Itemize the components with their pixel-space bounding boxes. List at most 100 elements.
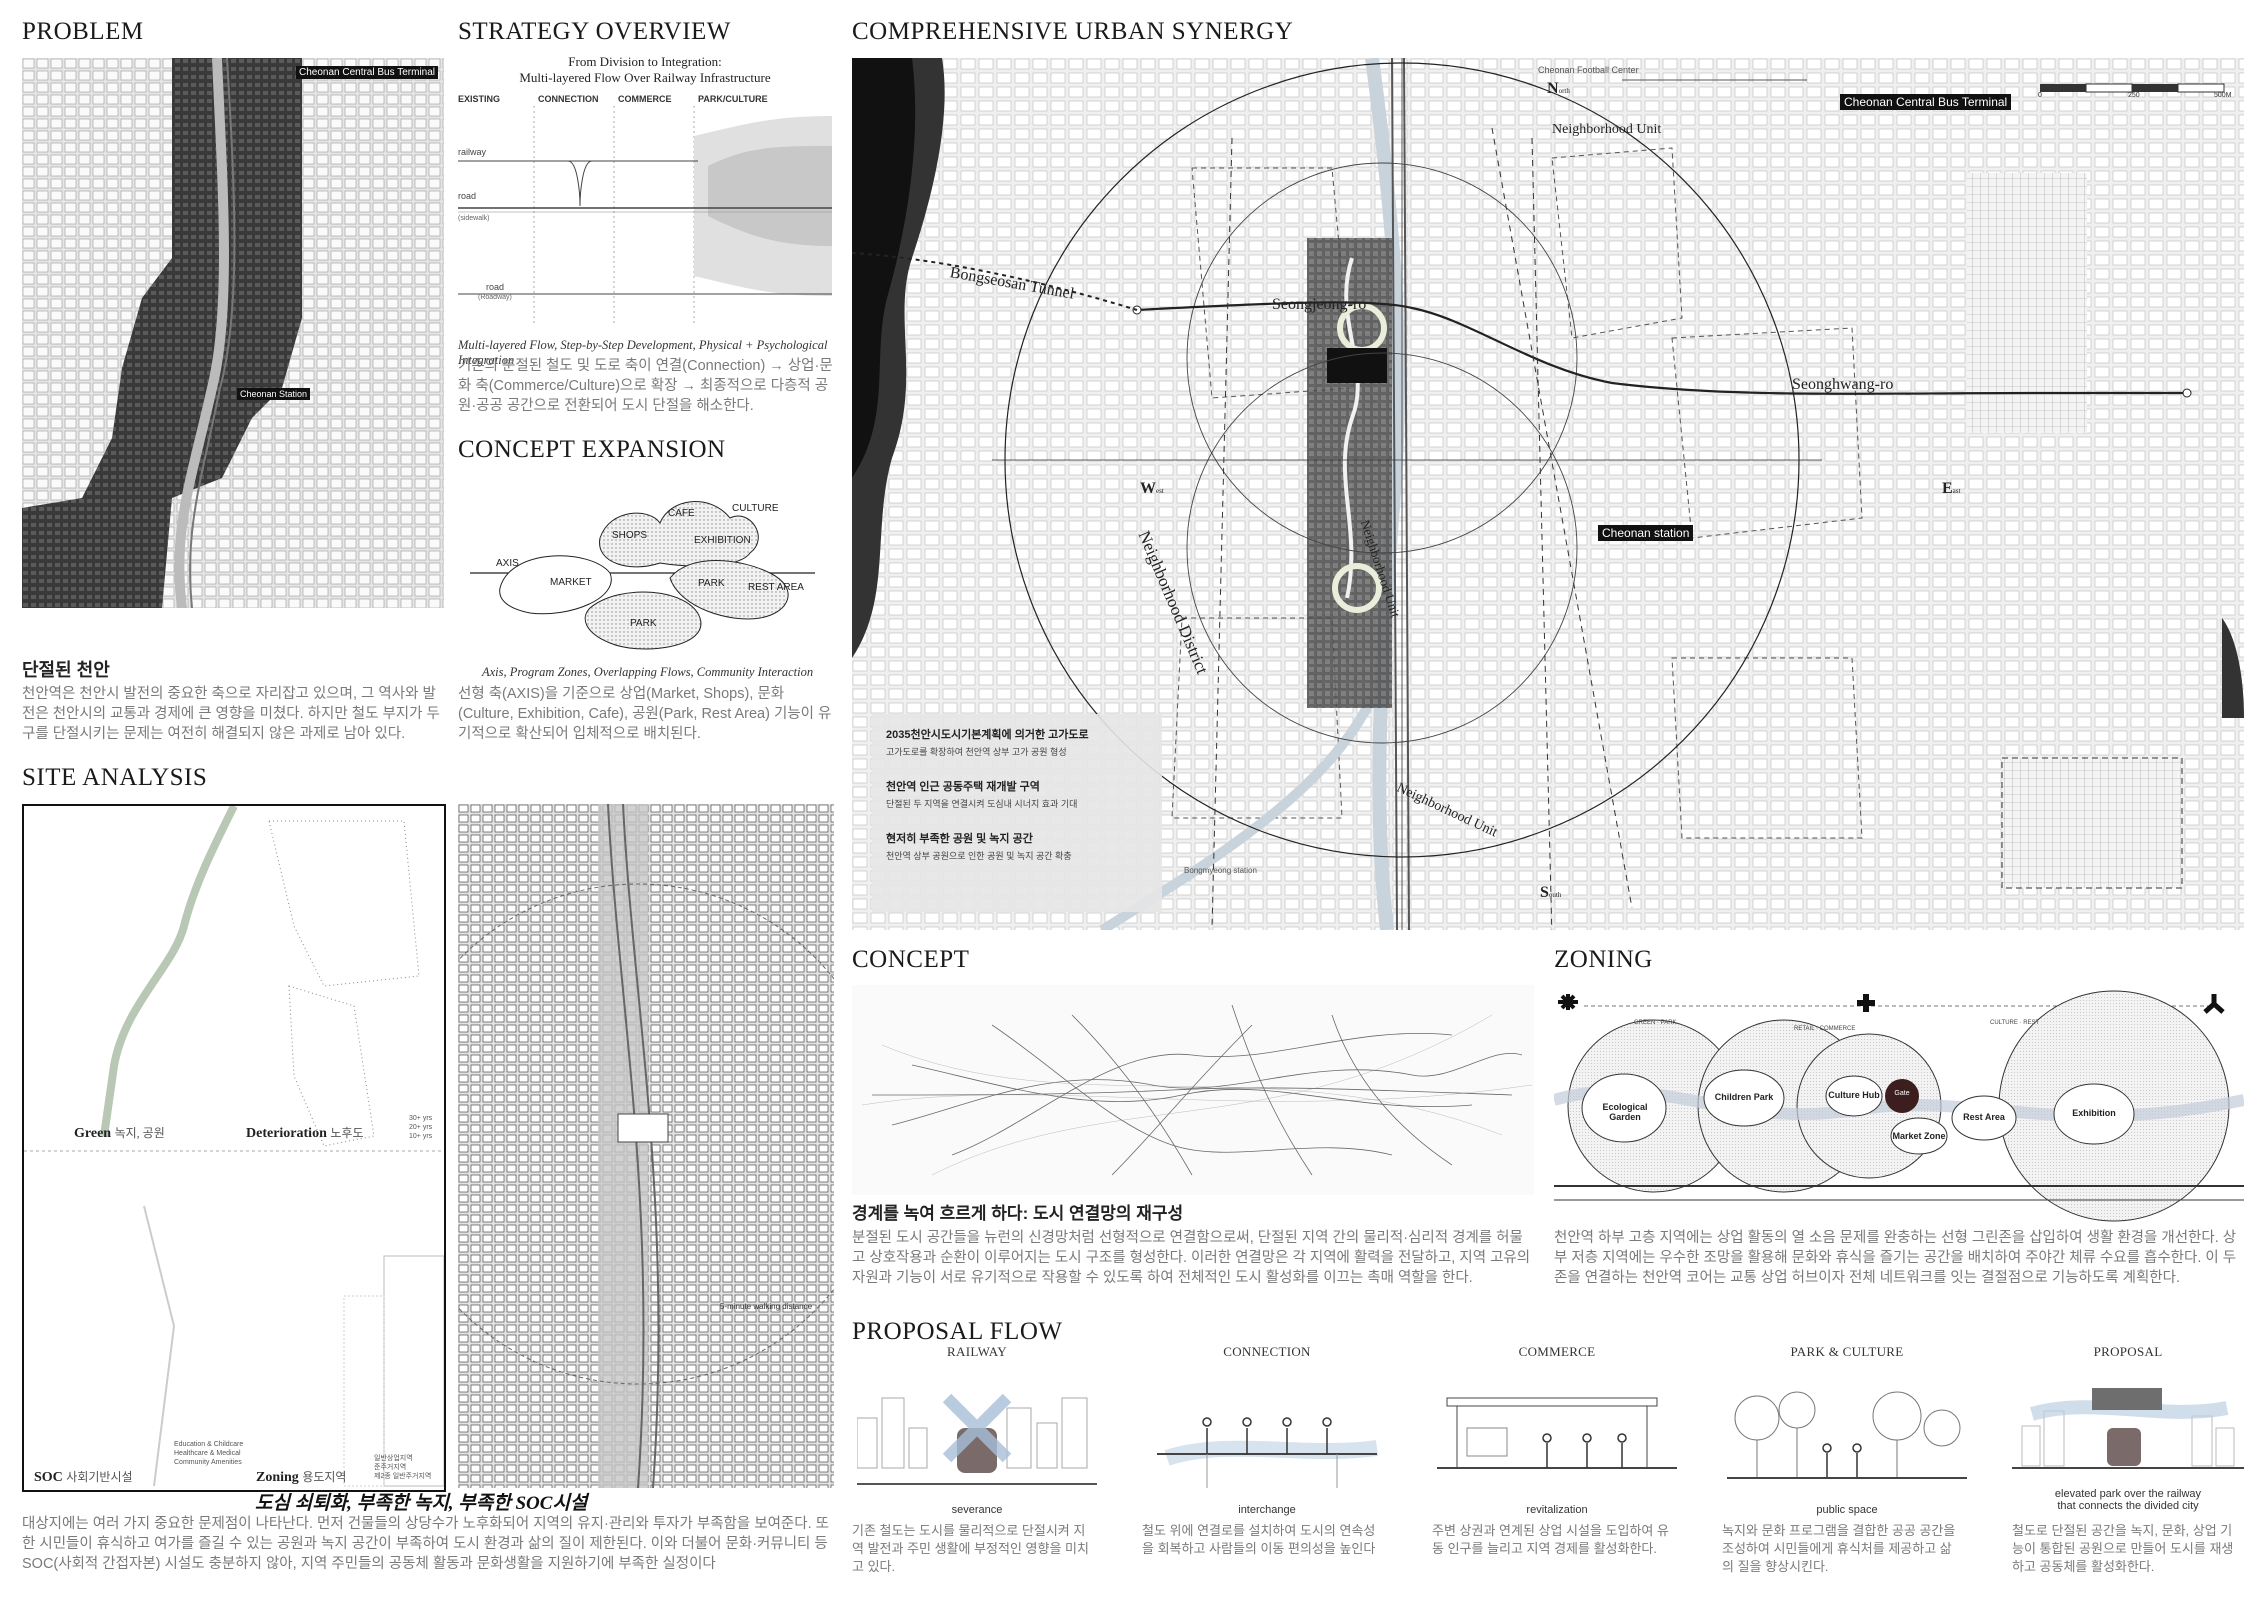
legend-2-title: 천안역 인근 공동주택 재개발 구역: [886, 781, 1040, 793]
railway-illustration: [857, 1393, 1097, 1485]
proposal-flow-heading: PROPOSAL FLOW: [852, 1318, 1063, 1345]
strategy-diagram: EXISTING CONNECTION COMMERCE PARK/CULTUR…: [458, 92, 832, 326]
site-analysis-graphic: [24, 806, 444, 1487]
site-analysis-heading: SITE ANALYSIS: [22, 764, 208, 791]
commerce-illustration: [1437, 1397, 1677, 1469]
concept-neuron-graphic: [861, 1004, 1533, 1176]
scale-500: 500M: [2214, 92, 2232, 99]
deterioration-legend: 30+ yrs 20+ yrs 10+ yrs: [409, 1114, 432, 1141]
label-park: PARK: [698, 578, 725, 589]
zone-culture-hub: Culture Hub: [1828, 1090, 1880, 1100]
legend-1-title: 2035천안시도시기본계획에 의거한 고가도로: [886, 729, 1089, 741]
deterioration-text: Deterioration: [246, 1126, 327, 1141]
soc-legend-education: Education & Childcare: [174, 1441, 244, 1448]
concept-expansion-caption: Axis, Program Zones, Overlapping Flows, …: [482, 665, 814, 679]
step-proposal: PROPOSAL elevated park over the railway …: [2012, 1344, 2244, 1594]
site-analysis-frame: Green 녹지, 공원 Deterioration 노후도 30+ yrs 2…: [22, 804, 446, 1492]
strategy-caption: Multi-layered Flow, Step-by-Step Develop…: [458, 338, 828, 367]
step-connection-body: 철도 위에 연결로를 설치하여 도시의 연속성을 회복하고 사람들의 이동 편의…: [1142, 1523, 1376, 1556]
strategy-title-line2: Multi-layered Flow Over Railway Infrastr…: [519, 70, 771, 85]
compass-w: West: [1140, 480, 1164, 498]
site-analysis-body: 대상지에는 여러 가지 중요한 문제점이 나타난다. 먼저 건물들의 상당수가 …: [22, 1516, 830, 1572]
step-connection-title: CONNECTION: [1223, 1344, 1311, 1359]
soc-legend: Education & Childcare Healthcare & Medic…: [174, 1440, 243, 1467]
zone-market: Market Zone: [1892, 1131, 1946, 1141]
strategy-title-line1: From Division to Integration:: [568, 54, 722, 69]
strategy-heading: STRATEGY OVERVIEW: [458, 18, 731, 45]
problem-map: Cheonan Central Bus Terminal Cheonan Sta…: [22, 58, 444, 608]
compass-n-letter: N: [1547, 80, 1559, 97]
concept-expansion-heading: CONCEPT EXPANSION: [458, 436, 726, 463]
synergy-map: North South East West 0 250 500M Cheonan…: [852, 58, 2244, 930]
concept-bubble-graphic: [470, 501, 815, 650]
step-proposal-label: elevated park over the railway that conn…: [2012, 1488, 2244, 1512]
label-bongmyeong: Bongmyeong station: [1184, 866, 1257, 875]
proposal-illustration: [2012, 1388, 2244, 1469]
step-commerce-title: COMMERCE: [1518, 1344, 1596, 1359]
soc-ko: 사회기반시설: [66, 1470, 133, 1484]
label-synergy-terminal: Cheonan Central Bus Terminal: [1840, 94, 2012, 110]
soc-label: SOC 사회기반시설: [34, 1468, 133, 1486]
row-roadway: (Roadway): [478, 294, 512, 301]
col-commerce: COMMERCE: [618, 94, 672, 104]
step-commerce-label: revitalization: [1526, 1504, 1588, 1516]
zoning-legend-1: 일반상업지역: [374, 1455, 413, 1462]
problem-heading: PROBLEM: [22, 18, 144, 45]
green-text: Green: [74, 1126, 112, 1141]
step-connection: CONNECTION interchange 철도 위에 연결로를 설치하여 도…: [1142, 1344, 1392, 1594]
strategy-body: 기존의 분절된 철도 및 도로 축이 연결(Connection) → 상업·문…: [458, 358, 833, 414]
proposal-flow-steps: RAILWAY severance 기존 철도는 도시를 물리적으로 단절시켜 …: [852, 1344, 2244, 1594]
legend-20: 20+ yrs: [409, 1124, 433, 1131]
step-connection-label: interchange: [1238, 1504, 1296, 1516]
step-park-culture: PARK & CULTURE public space 녹지와 문화 프로그램을…: [1722, 1344, 1972, 1594]
problem-subtitle: 단절된 천안: [22, 660, 110, 680]
strategy-flow-graphic: [458, 106, 832, 326]
compass-n: North: [1547, 80, 1570, 98]
soc-legend-health: Healthcare & Medical: [174, 1450, 241, 1457]
soc-text: SOC: [34, 1470, 63, 1485]
label-culture: CULTURE: [732, 503, 779, 514]
label-park2: PARK: [630, 618, 657, 629]
deterioration-label: Deterioration 노후도: [246, 1124, 363, 1142]
green-ko: 녹지, 공원: [114, 1126, 165, 1140]
soc-legend-community: Community Amenities: [174, 1459, 242, 1466]
connection-illustration: [1157, 1417, 1379, 1488]
step-park-culture-title: PARK & CULTURE: [1790, 1344, 1904, 1359]
compass-e-sub: ast: [1952, 487, 1961, 495]
label-seonghwang: Seonghwang-ro: [1792, 376, 1894, 393]
step-proposal-label-line1: elevated park over the railway: [2054, 1488, 2202, 1500]
concept-body: 분절된 도시 공간들을 뉴런의 신경망처럼 선형적으로 연결함으로써, 단절된 …: [852, 1230, 1531, 1286]
legend-3-desc: 천안역 상부 공원으로 인한 공원 및 녹지 공간 확충: [886, 851, 1072, 861]
zoning-label: Zoning 용도지역: [256, 1468, 346, 1486]
compass-e-letter: E: [1942, 480, 1953, 497]
step-commerce: COMMERCE revitalization 주변 상권과 연계된 상업 시설…: [1432, 1344, 1682, 1594]
walking-label: 5-minute walking distance: [720, 1302, 813, 1311]
scale-0: 0: [2038, 92, 2042, 99]
compass-s-sub: outh: [1548, 891, 1562, 899]
label-shops: SHOPS: [612, 530, 648, 541]
band-culture: CULTURE · REST: [1990, 1020, 2040, 1026]
zoning-legend-2: 준주거지역: [374, 1464, 407, 1471]
concept-heading: CONCEPT: [852, 946, 970, 973]
col-park-culture: PARK/CULTURE: [698, 94, 768, 104]
row-road: road: [458, 191, 477, 201]
step-railway: RAILWAY severance 기존 철도는 도시를 물리적으로 단절시켜 …: [852, 1344, 1102, 1594]
zoning-diagram: Ecological Garden Children Park Culture …: [1552, 990, 2246, 1230]
label-unit-top: Neighborhood Unit: [1552, 122, 1662, 137]
park-illustration: [1727, 1391, 1967, 1479]
legend-1-desc: 고가도로를 확장하여 천안역 상부 고가 공원 형성: [886, 747, 1067, 757]
compass-n-sub: orth: [1558, 87, 1570, 95]
step-park-label: public space: [1816, 1504, 1878, 1516]
terminal-label: Cheonan Central Bus Terminal: [295, 66, 438, 79]
label-market: MARKET: [550, 577, 592, 588]
col-existing: EXISTING: [458, 94, 501, 104]
site-analysis-caption: 도심 쇠퇴화, 부족한 녹지, 부족한 SOC시설: [255, 1493, 588, 1514]
row-railway: railway: [458, 147, 487, 157]
scale-250: 250: [2128, 92, 2140, 99]
step-railway-body: 기존 철도는 도시를 물리적으로 단절시켜 지역 발전과 주민 생활에 부정적인…: [852, 1523, 1089, 1574]
compass-w-letter: W: [1140, 480, 1156, 497]
legend-30: 30+ yrs: [409, 1115, 433, 1122]
legend-2-desc: 단절된 두 지역을 연결시켜 도심내 시너지 효과 기대: [886, 799, 1078, 809]
strategy-title: From Division to Integration: Multi-laye…: [458, 54, 832, 86]
deterioration-ko: 노후도: [330, 1126, 364, 1140]
